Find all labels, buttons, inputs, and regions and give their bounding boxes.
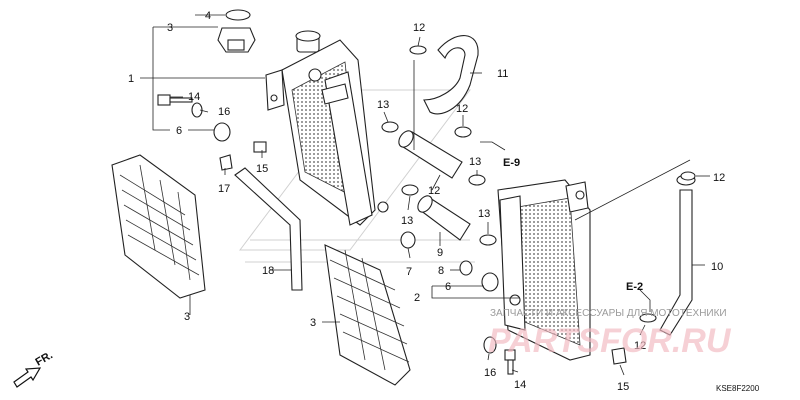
washer-16-lower <box>483 336 497 354</box>
left-radiator <box>265 30 389 226</box>
bolt-14-lower <box>504 349 516 375</box>
right-radiator <box>497 179 591 361</box>
label-13-a: 13 <box>377 99 389 111</box>
label-13-b: 13 <box>469 156 481 168</box>
leader-lines <box>140 14 710 376</box>
label-4: 3 <box>167 22 173 34</box>
hose-9 <box>417 195 471 241</box>
label-12-c: 12 <box>713 172 725 184</box>
ref-e9: E-9 <box>503 157 520 169</box>
upper-hose <box>423 35 479 115</box>
clip-17 <box>219 154 233 171</box>
center-louver <box>324 244 411 386</box>
hose-clamps <box>381 45 696 323</box>
front-label: FR. <box>34 349 55 368</box>
label-15-upper: 15 <box>256 163 268 175</box>
cap-seal <box>225 9 251 21</box>
label-8: 10 <box>711 261 723 273</box>
diagram-code: KSE8F2200 <box>716 384 760 393</box>
label-13-c: 13 <box>401 215 413 227</box>
label-11: 12 <box>428 185 440 197</box>
hose-18 <box>234 167 303 291</box>
label-12-b: 12 <box>456 103 468 115</box>
front-direction-arrow: FR. <box>13 349 55 388</box>
clip-15-lower <box>611 347 627 365</box>
washer-16-upper <box>191 102 203 118</box>
label-13-d: 13 <box>478 208 490 220</box>
grommet-6-lower <box>481 272 499 292</box>
collar-7-upper <box>400 231 416 249</box>
grommet-6-upper <box>213 122 231 142</box>
watermark-brand: PARTSFOR.RU <box>488 322 732 360</box>
label-14-lower: 14 <box>514 379 526 391</box>
part-number-labels: 4 3 1 14 16 6 15 17 18 3 3 12 11 12 13 1… <box>128 10 725 393</box>
label-16-lower: 16 <box>484 367 496 379</box>
label-3-center: 3 <box>310 317 316 329</box>
label-14-upper: 14 <box>188 91 200 103</box>
label-12-d: 12 <box>634 340 646 352</box>
label-7-lower: 8 <box>438 265 444 277</box>
label-2: 2 <box>414 292 420 304</box>
label-12-a: 12 <box>413 22 425 34</box>
label-10: 11 <box>497 68 508 80</box>
label-9: 9 <box>437 247 443 259</box>
label-5: 4 <box>205 10 211 22</box>
hose-11 <box>398 130 463 179</box>
label-17: 17 <box>218 183 230 195</box>
label-6-lower: 6 <box>445 281 451 293</box>
label-16-upper: 16 <box>218 106 230 118</box>
label-18: 18 <box>262 265 274 277</box>
label-6-upper: 6 <box>176 125 182 137</box>
label-3-left: 3 <box>184 311 190 323</box>
watermark-line: ЗАПЧАСТИ И АКСЕССУАРЫ ДЛЯ МОТОТЕХНИКИ <box>490 308 727 319</box>
bolt-14-upper <box>157 94 193 106</box>
clip-15-upper <box>253 141 267 153</box>
left-louver <box>111 154 206 299</box>
label-7-upper: 7 <box>406 266 412 278</box>
radiator-cap <box>217 27 256 53</box>
ref-e2: E-2 <box>626 281 643 293</box>
label-1: 1 <box>128 73 134 85</box>
label-15-lower: 15 <box>617 381 629 393</box>
collar-7-lower <box>459 260 473 276</box>
